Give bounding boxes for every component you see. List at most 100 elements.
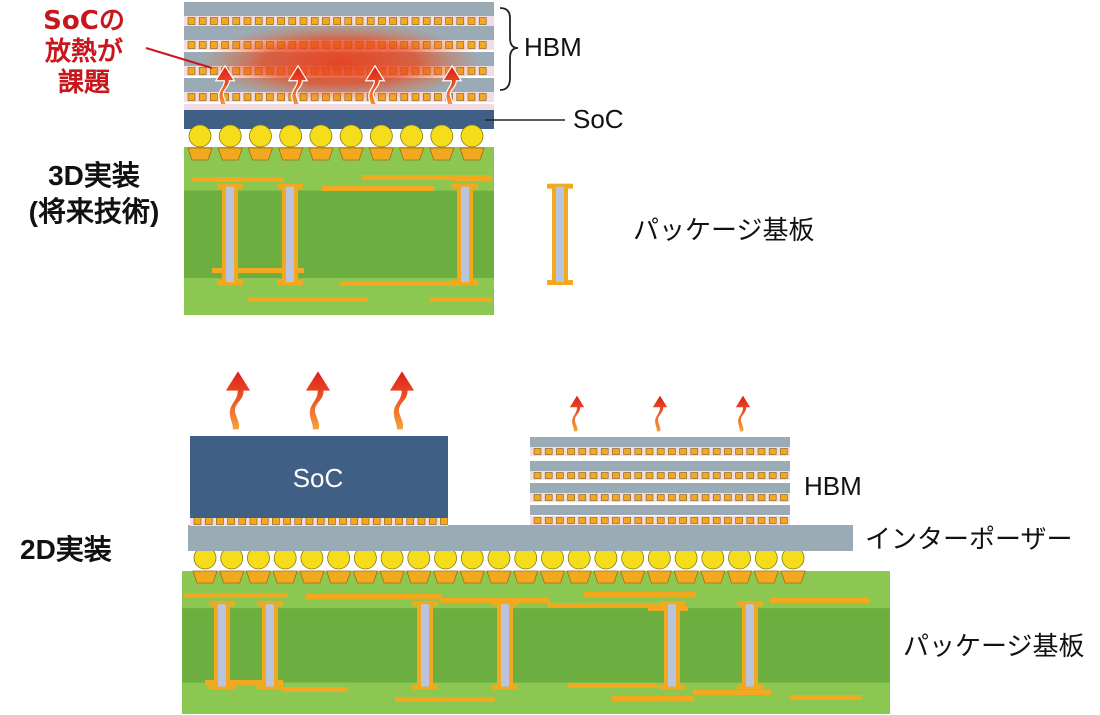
hbm-die bbox=[530, 483, 790, 493]
micro-bump bbox=[434, 93, 442, 101]
micro-bump bbox=[589, 472, 598, 479]
via-core bbox=[266, 604, 274, 687]
landing-pad bbox=[432, 570, 459, 584]
heat-arrow bbox=[387, 369, 417, 431]
via-cap bbox=[492, 684, 518, 690]
micro-bump bbox=[645, 494, 654, 501]
micro-bump bbox=[578, 472, 587, 479]
via-core bbox=[501, 604, 509, 687]
landing-pad bbox=[753, 570, 779, 584]
landing-pad bbox=[459, 570, 485, 584]
landing-pad bbox=[620, 570, 646, 584]
top-substrate-label: パッケージ基板 bbox=[633, 215, 815, 245]
bottom-heat-arrows bbox=[223, 369, 753, 433]
landing-pad bbox=[278, 147, 304, 161]
micro-bump bbox=[656, 494, 665, 501]
micro-bump bbox=[701, 517, 710, 524]
via-cap bbox=[547, 280, 573, 286]
via-cap bbox=[257, 601, 283, 607]
micro-bump bbox=[735, 517, 743, 524]
micro-bump bbox=[254, 17, 263, 25]
title-3d: 3D実装 bbox=[48, 160, 140, 191]
micro-bump bbox=[656, 472, 665, 479]
top-hbm-label: HBM bbox=[524, 32, 582, 62]
heat-arrow bbox=[650, 393, 670, 433]
micro-bump bbox=[389, 17, 397, 25]
micro-bump bbox=[422, 17, 431, 25]
micro-bump bbox=[544, 494, 553, 501]
top-package-substrate bbox=[184, 147, 573, 315]
copper-trace bbox=[282, 687, 348, 692]
interposer-label: インターポーザー bbox=[865, 524, 1073, 554]
landing-pad bbox=[338, 147, 364, 161]
interposer-body bbox=[188, 525, 853, 551]
micro-bump bbox=[612, 472, 620, 479]
micro-bump bbox=[623, 472, 631, 479]
copper-trace bbox=[248, 297, 368, 302]
micro-bump bbox=[668, 448, 676, 455]
callout-line-2: 放熱が bbox=[44, 37, 123, 67]
micro-bump bbox=[757, 494, 766, 501]
landing-pad bbox=[352, 570, 378, 584]
landing-pad bbox=[673, 570, 699, 584]
top-section-title: 3D実装 (将来技術) bbox=[14, 160, 174, 228]
micro-bump bbox=[589, 448, 598, 455]
landing-pad bbox=[700, 570, 726, 584]
heat-issue-callout: SoCの 放熱が 課題 bbox=[18, 6, 150, 99]
top-soc-die bbox=[184, 104, 494, 129]
micro-bump bbox=[378, 17, 386, 25]
micro-bump bbox=[612, 517, 620, 524]
micro-bump bbox=[210, 17, 218, 25]
micro-bump bbox=[724, 472, 732, 479]
micro-bump bbox=[690, 448, 699, 455]
micro-bump bbox=[567, 448, 575, 455]
solder-ball bbox=[279, 124, 303, 148]
hbm-die bbox=[184, 2, 494, 16]
copper-trace bbox=[548, 603, 658, 608]
copper-trace bbox=[322, 186, 434, 191]
via-cap bbox=[659, 684, 685, 690]
solder-ball bbox=[249, 124, 272, 148]
micro-bump bbox=[746, 494, 755, 501]
landing-pad bbox=[646, 570, 672, 584]
micro-bump bbox=[724, 448, 732, 455]
hbm-die bbox=[530, 505, 790, 515]
hbm-die bbox=[530, 437, 790, 447]
solder-ball bbox=[309, 124, 333, 148]
micro-bump bbox=[478, 93, 487, 101]
micro-bump bbox=[556, 494, 564, 501]
micro-bump bbox=[305, 517, 314, 525]
micro-bump bbox=[746, 448, 755, 455]
micro-bump bbox=[533, 494, 542, 501]
micro-bump bbox=[757, 472, 766, 479]
callout-leader-line bbox=[145, 47, 213, 69]
micro-bump bbox=[428, 517, 437, 525]
micro-bump bbox=[249, 517, 258, 525]
micro-bump bbox=[544, 448, 553, 455]
solder-ball bbox=[400, 124, 423, 148]
micro-bump bbox=[478, 67, 487, 75]
landing-pad bbox=[459, 147, 485, 161]
micro-bump bbox=[440, 517, 448, 525]
micro-bump bbox=[187, 41, 196, 49]
micro-bump bbox=[589, 517, 598, 524]
micro-bump bbox=[243, 93, 252, 101]
landing-pad bbox=[308, 147, 334, 161]
landing-pad bbox=[566, 570, 592, 584]
solder-ball bbox=[188, 124, 212, 148]
solder-ball bbox=[430, 124, 454, 148]
copper-trace bbox=[790, 695, 862, 700]
micro-bump bbox=[198, 17, 207, 25]
via-cap bbox=[452, 183, 478, 189]
micro-bump bbox=[768, 472, 777, 479]
soc-die bbox=[184, 109, 494, 129]
top-heat-hotspot bbox=[200, 22, 480, 109]
micro-bump bbox=[656, 517, 665, 524]
landing-pad bbox=[780, 570, 806, 584]
micro-bump bbox=[478, 17, 487, 25]
micro-bump bbox=[679, 448, 687, 455]
via-cap bbox=[492, 601, 518, 607]
micro-bump bbox=[780, 448, 788, 455]
micro-bump bbox=[701, 472, 710, 479]
